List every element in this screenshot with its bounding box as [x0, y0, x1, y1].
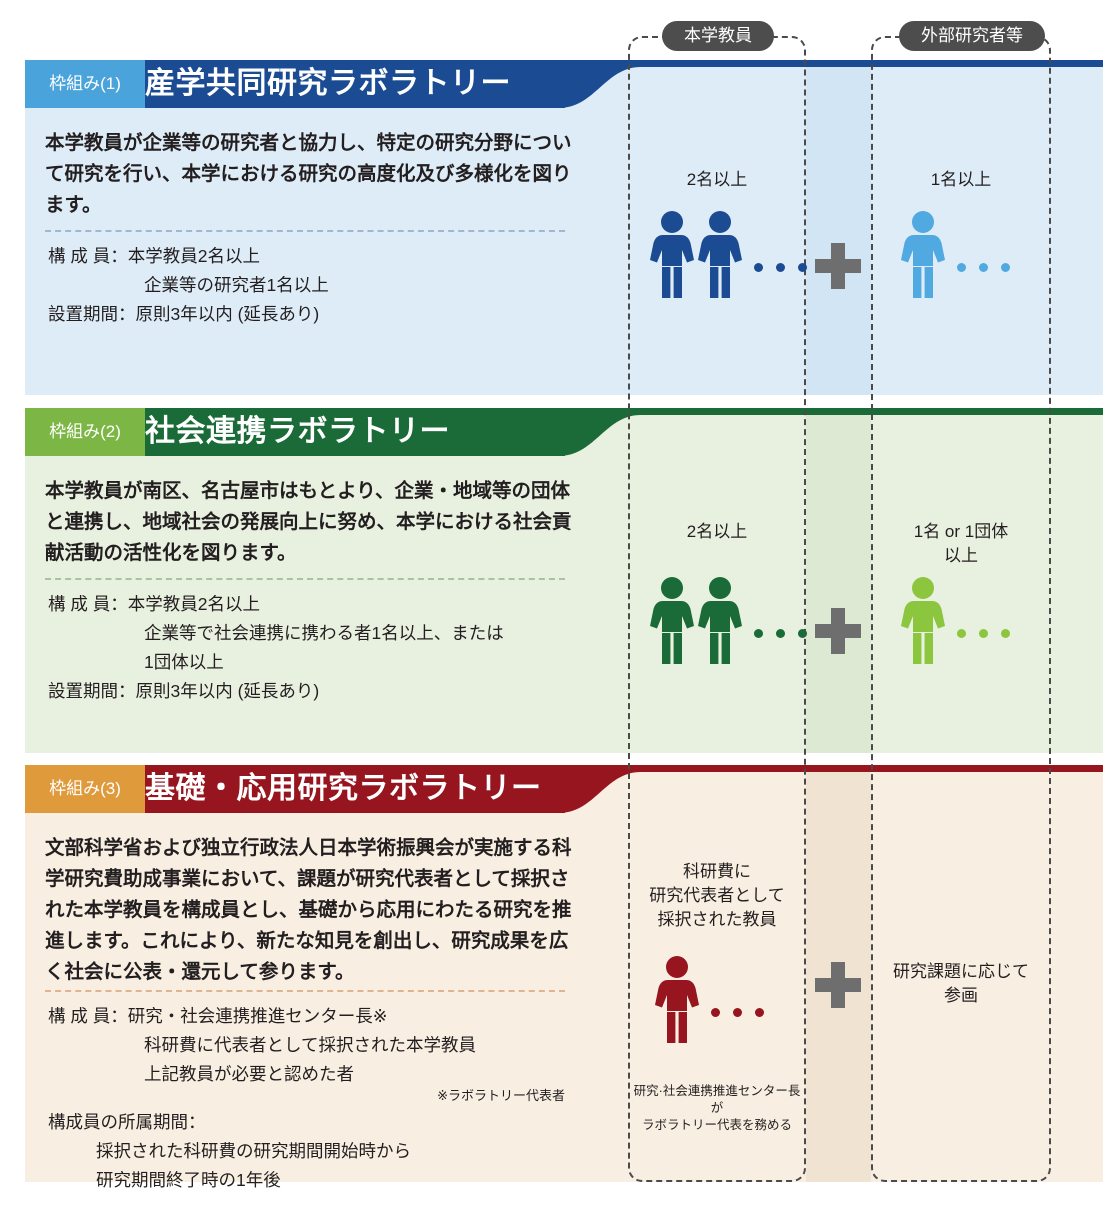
person-icon — [650, 211, 694, 298]
internal-count-label: 科研費に 研究代表者として 採択された教員 — [649, 862, 785, 929]
meta-row: 構成員の所属期間： — [48, 1112, 206, 1132]
person-icon — [655, 956, 699, 1043]
section-badge: 枠組み(3) — [25, 765, 145, 813]
meta-row: 設置期間：原則3年以内 (延長あり) — [48, 304, 320, 324]
person-icon — [650, 577, 694, 664]
header-fill — [145, 60, 565, 108]
meta-row: 上記教員が必要と認めた者 — [144, 1064, 354, 1084]
person-icon — [698, 577, 742, 664]
meta-row: 1団体以上 — [144, 652, 224, 672]
meta-row: 設置期間：原則3年以内 (延長あり) — [48, 681, 320, 701]
internal-count-label: 2名以上 — [686, 522, 748, 541]
internal-column-label: 本学教員 — [662, 21, 774, 51]
meta-row: 構 成 員：研究・社会連携推進センター長※ — [48, 1006, 388, 1026]
divider — [45, 578, 565, 580]
header-curve-shape — [545, 60, 705, 108]
header-fill — [145, 765, 565, 813]
internal-figure-note: 研究·社会連携推進センター長が ラボラトリー代表を務める — [633, 1084, 801, 1132]
section-description: 文部科学省および独立行政法人日本学術振興会が実施する科学研究費助成事業において、… — [45, 837, 572, 983]
plus-connector-icon — [815, 962, 861, 1008]
plus-connector-icon — [815, 243, 861, 289]
ellipsis-dots — [754, 263, 807, 272]
section-badge: 枠組み(2) — [25, 408, 145, 456]
header-fill — [145, 408, 565, 456]
center-shade — [806, 67, 871, 395]
section-social-collaboration: 枠組み(2) 社会連携ラボラトリー 本学教員が南区、名古屋市はもとより、企業・地… — [0, 408, 1103, 753]
header-curve-shape — [545, 408, 705, 456]
section-description: 本学教員が企業等の研究者と協力し、特定の研究分野について研究を行い、本学における… — [45, 132, 572, 216]
section-meta: 構 成 員：研究・社会連携推進センター長※ 科研費に代表者として採択された本学教… — [48, 1002, 476, 1089]
meta-row: 企業等で社会連携に携わる者1名以上、または — [144, 623, 504, 643]
ellipsis-dots — [957, 263, 1010, 272]
center-shade — [806, 415, 871, 753]
plus-connector-icon — [815, 608, 861, 654]
meta-row: 採択された科研費の研究期間開始時から — [96, 1141, 411, 1161]
divider — [45, 990, 565, 992]
internal-count-label: 2名以上 — [686, 170, 748, 189]
panel-background — [25, 765, 1103, 1182]
meta-row: 構 成 員：本学教員2名以上 — [48, 246, 260, 266]
section-title: 産学共同研究ラボラトリー — [145, 67, 511, 100]
external-column-label: 外部研究者等 — [899, 21, 1045, 51]
person-icon — [901, 577, 945, 664]
meta-row: 構 成 員：本学教員2名以上 — [48, 594, 260, 614]
external-figure-group — [901, 210, 1010, 298]
section-meta-period: 構成員の所属期間： 採択された科研費の研究期間開始時から 研究期間終了時の1年後 — [48, 1108, 411, 1195]
person-icon — [901, 211, 945, 298]
person-icon — [698, 211, 742, 298]
section-meta: 構 成 員：本学教員2名以上 企業等で社会連携に携わる者1名以上、または 1団体… — [48, 590, 504, 706]
section-basic-applied: 枠組み(3) 基礎・応用研究ラボラトリー 文部科学省および独立行政法人日本学術振… — [0, 765, 1103, 1190]
section-badge: 枠組み(1) — [25, 60, 145, 108]
external-count-label: 1名以上 — [930, 170, 992, 189]
meta-row: 研究期間終了時の1年後 — [96, 1170, 281, 1190]
section-title: 基礎・応用研究ラボラトリー — [145, 772, 542, 805]
ellipsis-dots — [711, 1008, 764, 1017]
internal-figure-group — [650, 576, 807, 664]
internal-figure-group — [650, 210, 807, 298]
section-industry-academia: 枠組み(1) 産学共同研究ラボラトリー 本学教員が企業等の研究者と協力し、特定の… — [0, 60, 1103, 395]
section-title: 社会連携ラボラトリー — [145, 415, 450, 448]
external-count-label: 1名 or 1団体 以上 — [913, 522, 1009, 565]
section-meta: 構 成 員：本学教員2名以上 企業等の研究者1名以上 設置期間：原則3年以内 (… — [48, 242, 329, 329]
internal-figure-group — [655, 955, 764, 1043]
header-curve-shape — [545, 765, 705, 813]
footnote: ※ラボラトリー代表者 — [437, 1088, 565, 1103]
external-figure-group — [901, 576, 1010, 664]
ellipsis-dots — [754, 629, 807, 638]
divider — [45, 230, 565, 232]
meta-row: 企業等の研究者1名以上 — [144, 275, 329, 295]
external-count-label: 研究課題に応じて 参画 — [893, 962, 1029, 1005]
meta-row: 科研費に代表者として採択された本学教員 — [144, 1035, 476, 1055]
section-description: 本学教員が南区、名古屋市はもとより、企業・地域等の団体と連携し、地域社会の発展向… — [45, 480, 572, 564]
ellipsis-dots — [957, 629, 1010, 638]
